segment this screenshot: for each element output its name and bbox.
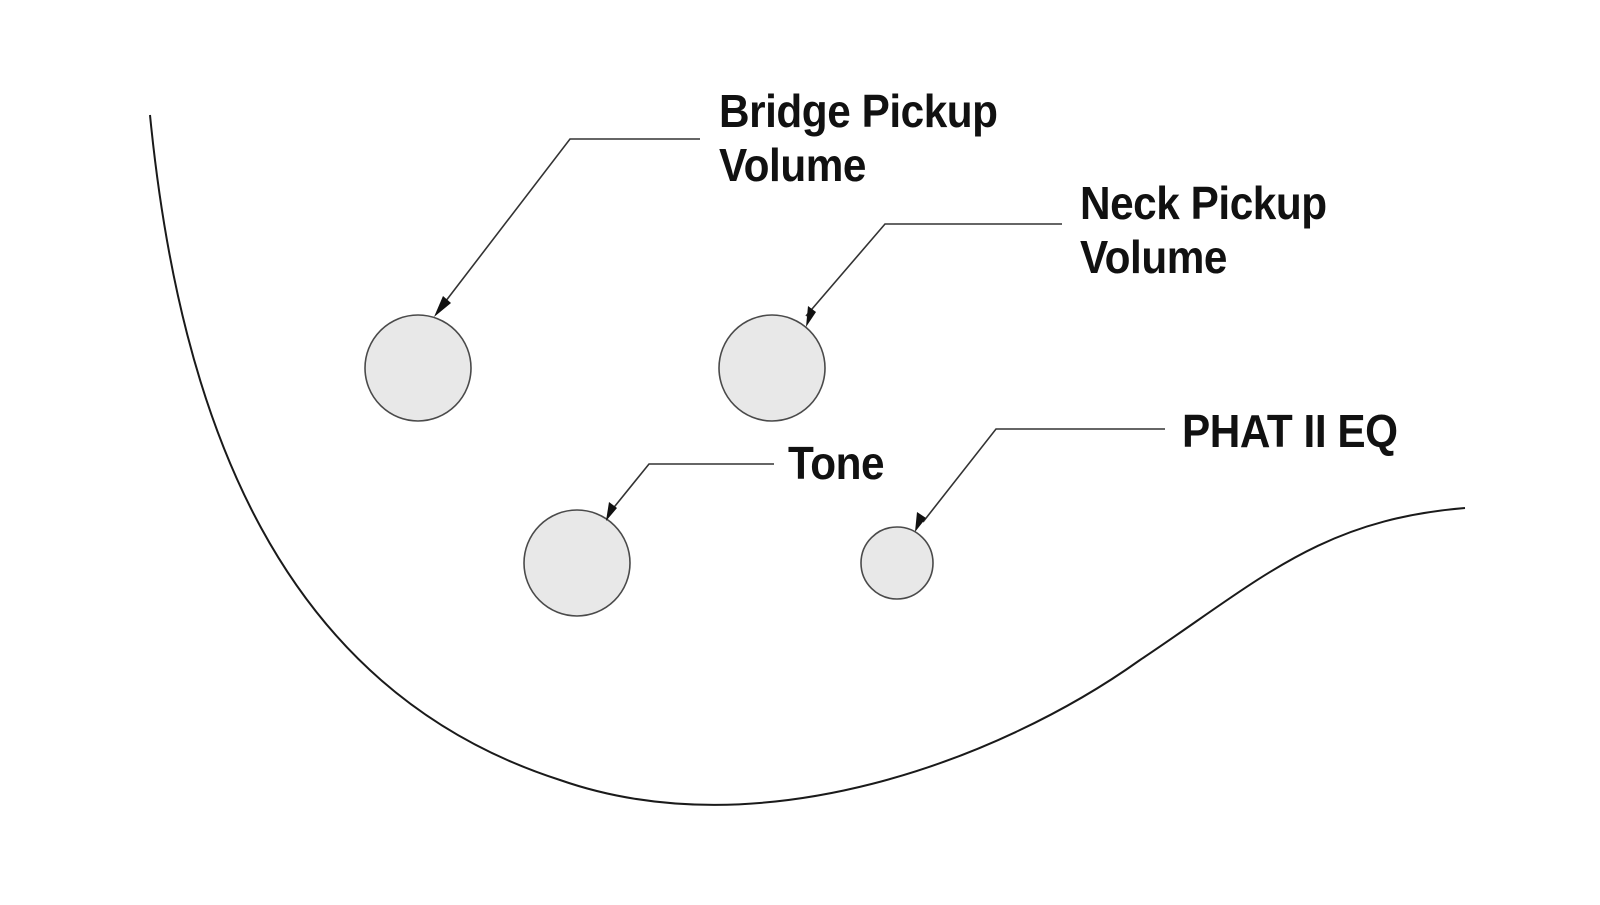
bridge-volume-label-line1: Bridge Pickup <box>719 85 998 137</box>
neck-volume-label-line1: Neck Pickup <box>1080 177 1327 229</box>
tone-label: Tone <box>788 436 885 490</box>
bridge-volume-leader <box>441 138 700 307</box>
phat-eq-label: PHAT II EQ <box>1182 404 1398 458</box>
neck-volume-arrowhead <box>806 306 816 327</box>
bridge-volume-knob <box>364 314 472 422</box>
phat-eq-arrowhead <box>915 512 926 532</box>
neck-volume-label: Neck Pickup Volume <box>1080 176 1327 284</box>
phat-eq-knob <box>860 526 934 600</box>
phat-eq-leader <box>922 428 1165 523</box>
bridge-volume-label: Bridge Pickup Volume <box>719 84 998 192</box>
neck-volume-label-line2: Volume <box>1080 231 1227 283</box>
tone-label-text: Tone <box>788 437 885 489</box>
neck-volume-leader <box>805 223 1062 317</box>
bridge-volume-arrowhead <box>434 296 451 317</box>
guitar-body-outline <box>149 114 1466 806</box>
tone-leader <box>610 463 774 512</box>
phat-eq-label-text: PHAT II EQ <box>1182 405 1398 457</box>
bridge-volume-label-line2: Volume <box>719 139 866 191</box>
neck-volume-knob <box>718 314 826 422</box>
tone-arrowhead <box>606 502 617 521</box>
tone-knob <box>523 509 631 617</box>
